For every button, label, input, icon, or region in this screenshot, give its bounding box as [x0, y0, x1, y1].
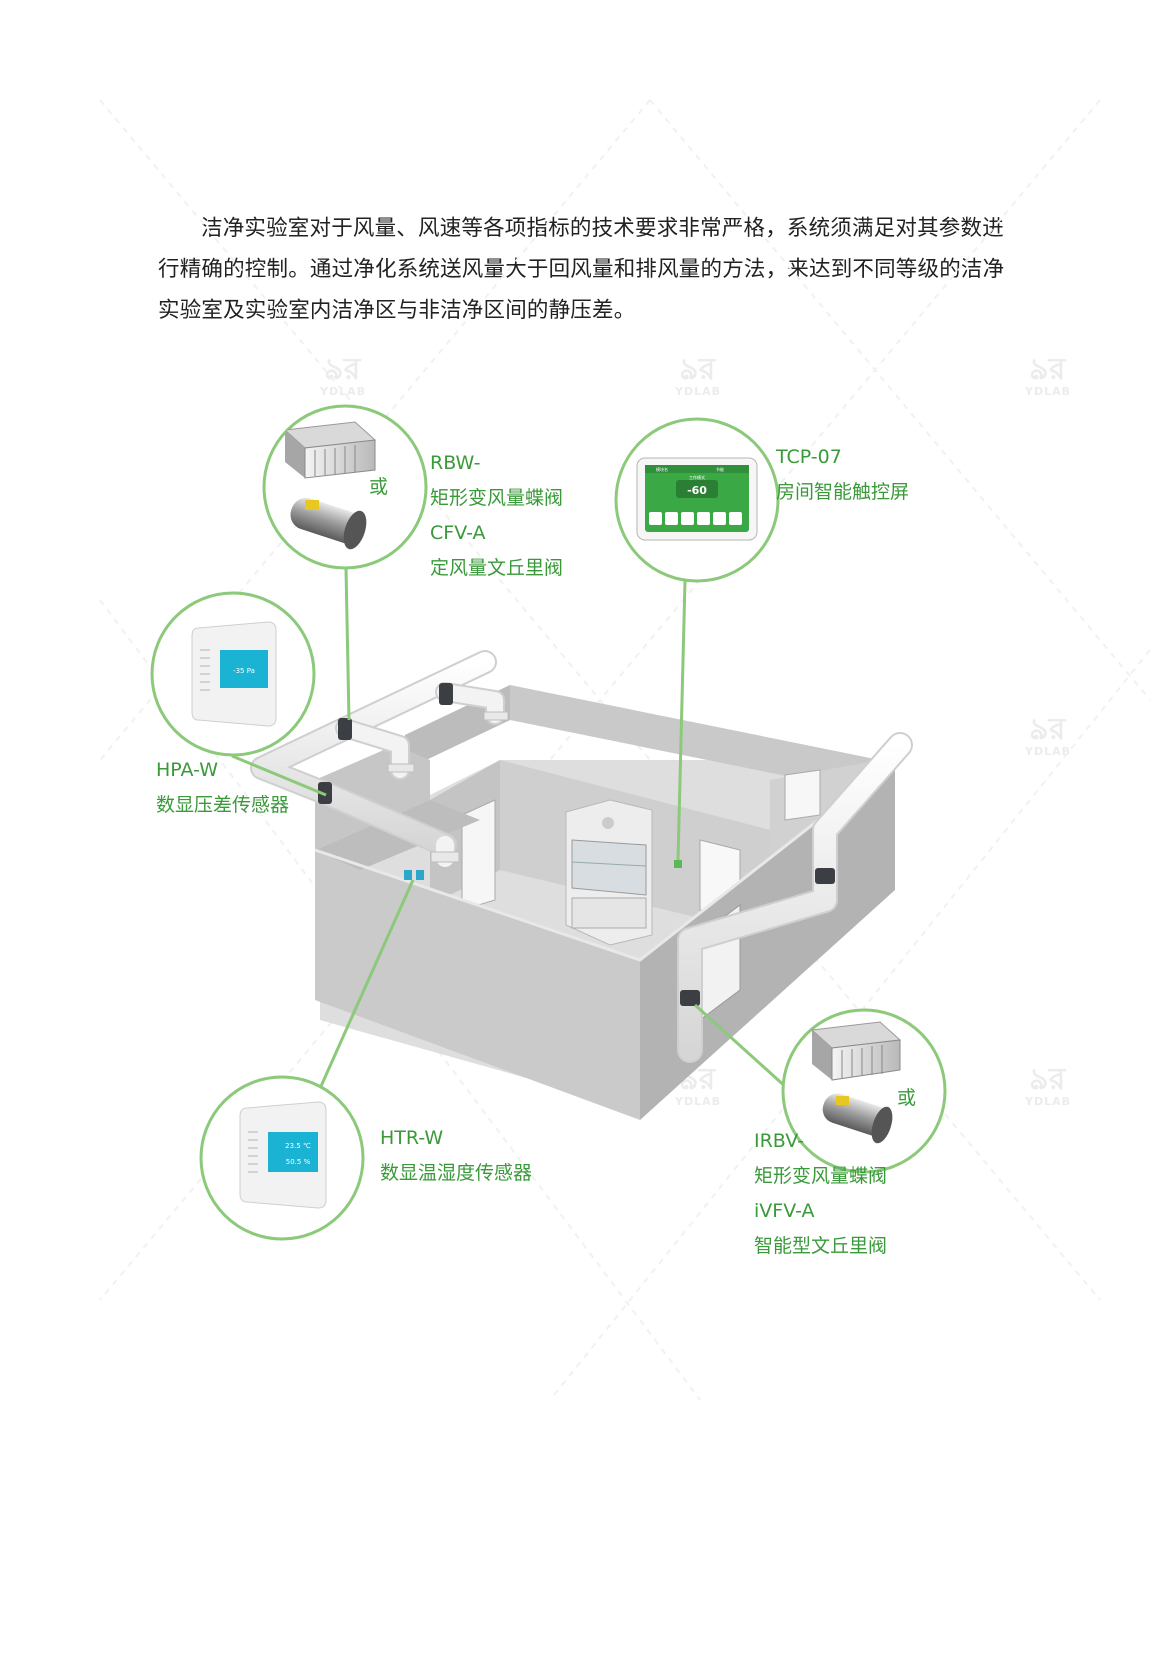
sensor-indicator [416, 870, 424, 880]
diffusers [387, 711, 509, 863]
tcp-screen-title: 工作模式 [689, 474, 705, 480]
irbv-label: IRBV- 矩形变风量蝶阀 iVFV-A 智能型文丘里阀 [754, 1124, 887, 1264]
irbv-name: 矩形变风量蝶阀 [754, 1165, 888, 1187]
cfv-model: CFV-A [430, 522, 486, 544]
tcp-name: 房间智能触控屏 [776, 481, 910, 503]
hpa-model: HPA-W [156, 759, 218, 781]
tcp-touch-panel-image: -60 工作模式 模块名 节能 [636, 457, 758, 541]
intro-text: 洁净实验室对于风量、风速等各项指标的技术要求非常严格，系统须满足对其参数进行精确… [158, 216, 1005, 323]
pipe-valves [318, 683, 835, 1006]
htr-humidity: 50.5 % [286, 1158, 311, 1166]
intro-paragraph: 洁净实验室对于风量、风速等各项指标的技术要求非常严格，系统须满足对其参数进行精确… [158, 208, 1018, 331]
hpa-label: HPA-W 数显压差传感器 [156, 753, 289, 823]
or-label-bottom: 或 [897, 1087, 917, 1109]
htr-sensor-image: 23.5 ℃ 50.5 % [239, 1101, 327, 1209]
rbw-name: 矩形变风量蝶阀 [430, 487, 564, 509]
irbv-model: IRBV- [754, 1130, 804, 1152]
hpa-name: 数显压差传感器 [156, 794, 290, 816]
rbw-model: RBW- [430, 452, 481, 474]
panel-indicator [674, 860, 682, 868]
tcp-model: TCP-07 [776, 446, 842, 468]
rbw-device-images [283, 421, 377, 550]
or-label-top: 或 [369, 476, 389, 498]
hpa-display-value: -35 Pa [233, 667, 255, 675]
htr-model: HTR-W [380, 1127, 444, 1149]
rbw-label: RBW- 矩形变风量蝶阀 CFV-A 定风量文丘里阀 [430, 446, 563, 586]
connector-lines [231, 567, 789, 1094]
tcp-screen-tab-left: 模块名 [656, 466, 668, 472]
tcp-screen-value: -60 [687, 484, 707, 497]
cfv-name: 定风量文丘里阀 [430, 557, 564, 579]
tcp-label: TCP-07 房间智能触控屏 [776, 440, 909, 510]
htr-name: 数显温湿度传感器 [380, 1162, 533, 1184]
htr-temperature: 23.5 ℃ [285, 1142, 311, 1150]
hpa-sensor-image: -35 Pa [191, 621, 277, 727]
sensor-indicator [404, 870, 412, 880]
htr-label: HTR-W 数显温湿度传感器 [380, 1121, 532, 1191]
tcp-screen-tab-right: 节能 [716, 466, 724, 472]
fume-hood [565, 799, 653, 946]
ivfv-model: iVFV-A [754, 1200, 815, 1222]
ivfv-name: 智能型文丘里阀 [754, 1235, 888, 1257]
irbv-device-images [810, 1021, 902, 1144]
